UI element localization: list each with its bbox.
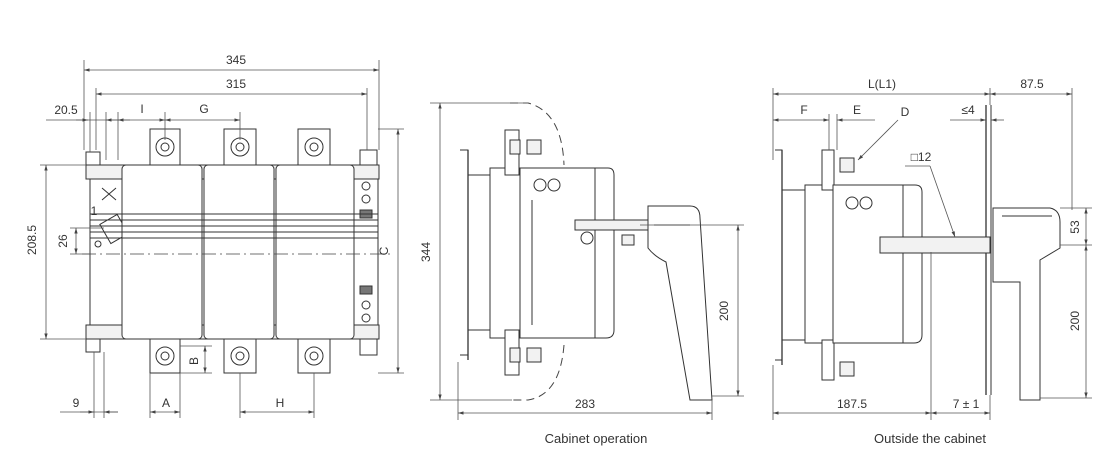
bottom-terminal-2-bolt	[235, 351, 245, 361]
leader-D	[857, 119, 899, 161]
pole-3	[275, 164, 355, 340]
dim-187-5-text: 187.5	[837, 397, 867, 411]
caption-cabinet-operation: Cabinet operation	[545, 431, 648, 446]
pole-2	[203, 164, 275, 340]
upper-bracket-2	[775, 149, 820, 191]
lower-bolt-1	[526, 347, 542, 363]
bottom-terminal-3-bolt	[309, 351, 319, 361]
dim-square12-text: □12	[911, 150, 932, 164]
aux-terminal-3	[361, 300, 371, 310]
shaft-coupling	[580, 231, 594, 245]
label-H: H	[276, 396, 285, 410]
label-A: A	[162, 396, 170, 410]
lower-bolt-3	[839, 361, 855, 377]
bottom-right-bracket	[359, 339, 378, 356]
shaft-locknut	[621, 234, 635, 246]
symbol-mark	[101, 187, 117, 201]
cover-outline-bottom	[510, 344, 565, 401]
bottom-terminal-3-ring	[304, 346, 324, 366]
dim-9-text: 9	[73, 396, 80, 410]
label-1: 1	[91, 204, 98, 218]
label-F: F	[800, 103, 807, 117]
aux-terminal-4	[361, 313, 371, 323]
switch-base	[489, 167, 521, 339]
bottom-terminal-1-ring	[155, 346, 175, 366]
dim-20-5-text: 20.5	[54, 103, 78, 117]
dim-7pm1-text: 7 ± 1	[953, 397, 980, 411]
cam-bearing-4	[859, 196, 873, 210]
front-cover-2	[902, 184, 923, 344]
cover-outline-top	[510, 102, 565, 166]
dim-53-text: 53	[1068, 220, 1082, 234]
dim-344-text: 344	[419, 242, 433, 262]
bottom-terminal-3	[297, 338, 331, 374]
front-cover	[594, 167, 615, 339]
top-terminal-3	[297, 128, 331, 166]
outside-cabinet-view: L(L1) 87.5 F E D ≤4 □12 53 200 187.5	[772, 77, 1092, 446]
label-D: D	[901, 105, 910, 119]
dim-200-text: 200	[717, 301, 731, 321]
dim-283-text: 283	[575, 397, 595, 411]
cabinet-operation-view: 344 200 283 Cabinet operation	[419, 102, 744, 446]
indicator-dot	[94, 240, 102, 248]
top-terminal-2-bolt	[235, 142, 245, 152]
label-L-L1: L(L1)	[868, 77, 896, 91]
cam-bearing-2	[547, 178, 561, 192]
bottom-terminal-2-ring	[230, 346, 250, 366]
dim-345-text: 345	[226, 53, 246, 67]
door-handle	[992, 207, 1061, 401]
top-terminal-3-bolt	[309, 142, 319, 152]
upper-bolt-2	[509, 139, 521, 155]
bottom-terminal-2	[223, 338, 257, 374]
rotary-handle	[647, 205, 713, 401]
label-B: B	[187, 357, 201, 365]
lower-terminal-stack-2	[821, 339, 835, 381]
upper-terminal-stack-2	[821, 149, 835, 191]
extension-shaft	[574, 219, 651, 231]
upper-bracket	[460, 149, 505, 176]
aux-switch-bottom	[359, 285, 373, 295]
aux-terminal-2	[361, 194, 371, 204]
label-I: I	[140, 102, 143, 116]
aux-terminal-1	[361, 181, 371, 191]
top-right-bracket	[359, 149, 378, 165]
upper-bolt-3	[839, 157, 855, 173]
dim-87-5-text: 87.5	[1020, 77, 1044, 91]
operating-mechanism-housing	[89, 178, 123, 326]
pole-1	[121, 164, 203, 340]
switch-body	[519, 167, 596, 339]
label-G: G	[199, 102, 208, 116]
upper-bolt-1	[526, 139, 542, 155]
lower-bolt-2	[509, 347, 521, 363]
label-C: C	[377, 246, 391, 255]
dim-315-text: 315	[226, 77, 246, 91]
top-terminal-3-ring	[304, 137, 324, 157]
bottom-left-bracket	[85, 339, 101, 353]
switch-base-2	[804, 184, 834, 344]
bottom-terminal-1-bolt	[160, 351, 170, 361]
dim-200b-text: 200	[1068, 311, 1082, 331]
leader-square12	[929, 165, 956, 238]
cam-bearing-3	[845, 196, 859, 210]
extension-shaft-2	[879, 236, 991, 254]
lower-bracket	[460, 329, 505, 356]
lower-bracket-2	[775, 339, 820, 361]
dim-26-text: 26	[56, 234, 70, 248]
dim-208-5-text: 208.5	[25, 225, 39, 255]
top-left-bracket	[85, 151, 101, 165]
bottom-terminal-1	[149, 338, 181, 374]
top-terminal-1-bolt	[160, 142, 170, 152]
label-E: E	[853, 103, 861, 117]
front-view: 345 315 20.5 I G 208.5 26 1	[25, 53, 404, 418]
dim-le4-text: ≤4	[961, 103, 975, 117]
caption-outside-cabinet: Outside the cabinet	[874, 431, 986, 446]
cam-bearing-1	[533, 178, 547, 192]
